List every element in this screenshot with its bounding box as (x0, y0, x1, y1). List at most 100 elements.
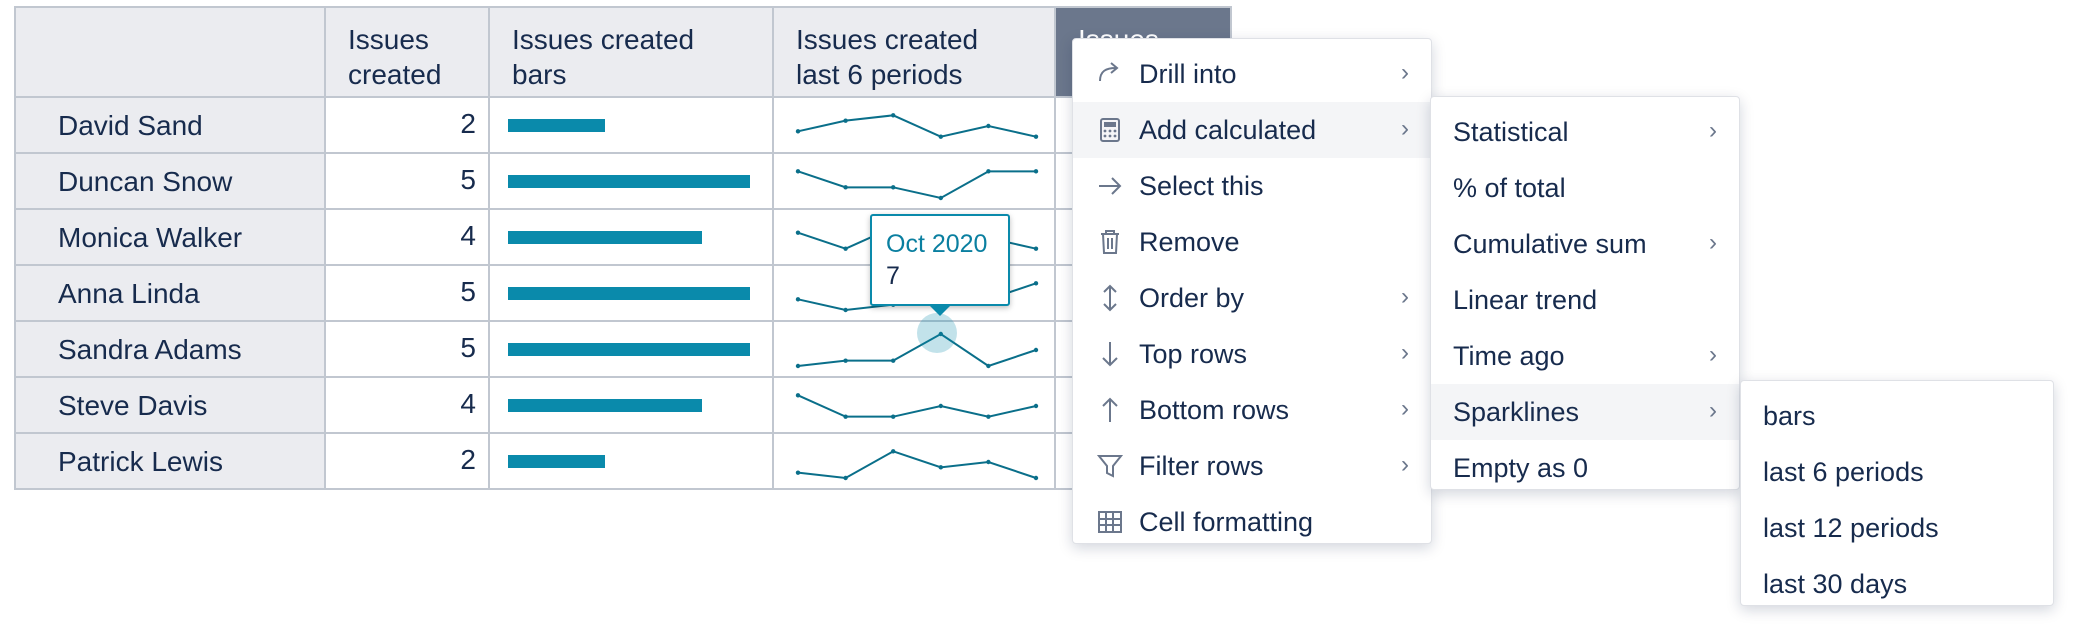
sparkline-point (938, 465, 943, 470)
sparkline-cell[interactable] (774, 434, 1056, 488)
issues-bar-cell[interactable] (490, 434, 774, 488)
tooltip-period: Oct 2020 (886, 230, 988, 258)
sparkline-point (986, 459, 991, 465)
issues-created-value: 2 (460, 108, 476, 139)
issues-created-cell[interactable]: 2 (326, 434, 490, 488)
menu-item-label: Time ago (1453, 341, 1565, 371)
report-table: Issues created Issues created bars Issue… (14, 6, 1232, 490)
menu-item-empty-as-0[interactable]: Empty as 0 (1431, 440, 1739, 496)
chevron-right-icon: › (1401, 339, 1409, 366)
issues-created-value: 5 (460, 276, 476, 307)
header-issues-created-bars[interactable]: Issues created bars (490, 8, 774, 98)
sparkline-line (797, 332, 1037, 368)
menu-item-drill-into[interactable]: Drill into› (1073, 46, 1431, 102)
menu-item-label: Add calculated (1139, 115, 1317, 145)
sparkline-point (795, 169, 801, 174)
sparkline-point (986, 363, 991, 369)
menu-item-last-30-days[interactable]: last 30 days (1741, 556, 2053, 612)
row-header-cell[interactable]: David Sand (16, 98, 326, 152)
issues-created-cell[interactable]: 5 (326, 266, 490, 320)
menu-item-order-by[interactable]: Order by› (1073, 270, 1431, 326)
issues-created-value: 4 (460, 220, 476, 251)
menu-item-remove[interactable]: Remove (1073, 214, 1431, 270)
issues-bar-cell[interactable] (490, 322, 774, 376)
menu-item-time-ago[interactable]: Time ago › (1431, 328, 1739, 384)
menu-item-label: % of total (1453, 173, 1566, 203)
sparkline-cell[interactable] (774, 322, 1056, 376)
row-header-cell[interactable]: Anna Linda (16, 266, 326, 320)
sparkline-cell[interactable] (774, 378, 1056, 432)
sparkline-point (1033, 281, 1039, 286)
menu-item-top-rows[interactable]: Top rows› (1073, 326, 1431, 382)
menu-item-last-12-periods[interactable]: last 12 periods (1741, 500, 2053, 556)
menu-item-label: last 30 days (1763, 569, 1908, 599)
row-header-cell[interactable]: Duncan Snow (16, 154, 326, 208)
row-header-cell[interactable]: Sandra Adams (16, 322, 326, 376)
issues-created-cell[interactable]: 2 (326, 98, 490, 152)
sparkline-cell[interactable] (774, 154, 1056, 208)
issues-created-cell[interactable]: 5 (326, 154, 490, 208)
sparkline-point (938, 134, 943, 139)
sparkline-point (795, 470, 801, 475)
issues-created-cell[interactable]: 4 (326, 378, 490, 432)
chevron-right-icon: › (1401, 395, 1409, 422)
issues-created-value: 4 (460, 388, 476, 419)
issues-bar-cell[interactable] (490, 98, 774, 152)
issues-bar-cell[interactable] (490, 154, 774, 208)
menu-item-bottom-rows[interactable]: Bottom rows› (1073, 382, 1431, 438)
row-header-cell[interactable]: Monica Walker (16, 210, 326, 264)
sparkline-point (843, 246, 848, 251)
menu-item-select-this[interactable]: Select this (1073, 158, 1431, 214)
chevron-right-icon: › (1709, 341, 1717, 368)
menu-item-linear-trend[interactable]: Linear trend (1431, 272, 1739, 328)
issues-bar-cell[interactable] (490, 266, 774, 320)
menu-item-sparklines[interactable]: Sparklines › (1431, 384, 1739, 440)
sparkline-cell[interactable] (774, 98, 1056, 152)
menu-item-cell-formatting[interactable]: Cell formatting (1073, 494, 1431, 550)
menu-item-cumulative-sum[interactable]: Cumulative sum› (1431, 216, 1739, 272)
sparkline (795, 449, 1039, 481)
menu-item-label: Linear trend (1453, 285, 1598, 315)
sparkline-point (986, 414, 991, 419)
menu-item-label: Statistical (1453, 117, 1569, 147)
sparkline-point (843, 307, 848, 313)
chevron-right-icon: › (1709, 117, 1717, 144)
menu-item-label: Select this (1139, 171, 1264, 201)
header-issues-created-last-6[interactable]: Issues created last 6 periods (774, 8, 1056, 98)
menu-item-add-calculated[interactable]: Add calculated› (1073, 102, 1431, 158)
menu-item-label: Cell formatting (1139, 507, 1314, 537)
issues-created-cell[interactable]: 5 (326, 322, 490, 376)
menu-item-filter-rows[interactable]: Filter rows› (1073, 438, 1431, 494)
sparkline-point (986, 169, 991, 174)
issues-bar-cell[interactable] (490, 378, 774, 432)
sparkline-point (938, 195, 943, 201)
table-row: Monica Walker 4 (16, 210, 1230, 266)
menu-item-label: Sparklines (1453, 397, 1580, 427)
menu-item-label: Drill into (1139, 59, 1237, 89)
sparkline-point (1033, 475, 1039, 481)
menu-item-of-total[interactable]: % of total (1431, 160, 1739, 216)
issues-created-cell[interactable]: 4 (326, 210, 490, 264)
issues-created-value: 2 (460, 444, 476, 475)
row-name: Patrick Lewis (58, 446, 223, 477)
header-issues-created[interactable]: Issues created (326, 8, 490, 98)
chevron-right-icon: › (1709, 397, 1717, 424)
row-header-cell[interactable]: Steve Davis (16, 378, 326, 432)
sparkline-line (797, 450, 1037, 480)
menu-item-statistical[interactable]: Statistical › (1431, 104, 1739, 160)
issues-bar-cell[interactable] (490, 210, 774, 264)
filter-icon (1095, 451, 1125, 481)
sparkline-line (797, 114, 1037, 138)
sparkline-point (1033, 403, 1039, 409)
sparkline (795, 393, 1039, 419)
menu-item-last-6-periods[interactable]: last 6 periods (1741, 444, 2053, 500)
row-header-cell[interactable]: Patrick Lewis (16, 434, 326, 488)
issues-bar (508, 399, 702, 412)
menu-item-bars[interactable]: bars (1741, 388, 2053, 444)
sparkline-point (938, 331, 943, 337)
row-name: Monica Walker (58, 222, 243, 253)
